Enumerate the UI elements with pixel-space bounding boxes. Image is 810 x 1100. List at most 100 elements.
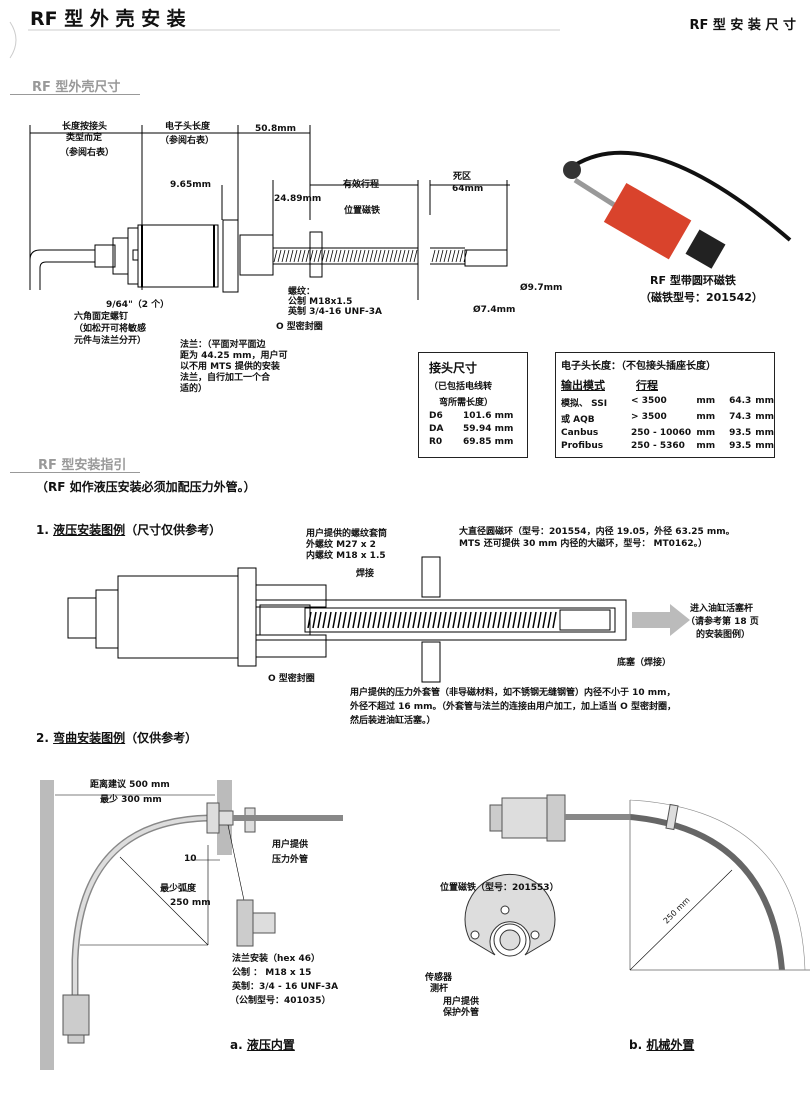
bend-label: 位置磁铁（型号：201553） bbox=[440, 883, 559, 893]
photo-caption: （磁铁型号：201542） bbox=[640, 291, 763, 304]
table-cell: D6 bbox=[429, 411, 443, 421]
hydraulic-install-drawing bbox=[67, 556, 627, 683]
dim-label: （参阅右表） bbox=[160, 136, 215, 146]
bend-install-drawing-a bbox=[40, 780, 343, 1070]
table-row: DA 59.94 mm bbox=[429, 424, 527, 434]
hydraulic-label: （请参考第 18 页 bbox=[686, 617, 759, 627]
bend-label: 用户提供 bbox=[443, 997, 480, 1007]
dim-label: 公制 M18x1.5 bbox=[288, 297, 353, 307]
table-cell: 93.5 bbox=[729, 441, 752, 451]
dim-label: 有效行程 bbox=[343, 180, 380, 190]
table-cell: 74.3 bbox=[729, 412, 752, 422]
dim-label: 类型而定 bbox=[66, 133, 103, 143]
bend-label: 最少弧度 bbox=[160, 884, 197, 894]
bend-label: 10 bbox=[184, 854, 197, 864]
dim-label: 适的） bbox=[180, 384, 208, 394]
dim-label: （如松开可将敏感 bbox=[74, 324, 147, 334]
table-cell: 93.5 bbox=[729, 428, 752, 438]
bend-label: 公制 ： M18 x 15 bbox=[232, 968, 312, 978]
dim-label: 螺纹： bbox=[288, 287, 316, 297]
table-cell: 59.94 mm bbox=[463, 424, 514, 434]
table-cell: 或 AQB bbox=[561, 415, 595, 425]
table-cell: Profibus bbox=[561, 441, 604, 451]
hydraulic-label: 内螺纹 M18 x 1.5 bbox=[306, 551, 386, 561]
install-note: （RF 如作液压安装必须加配压力外管。） bbox=[36, 480, 256, 494]
table-cell: 250 - 5360 bbox=[631, 441, 685, 451]
hydraulic-label: 外径不超过 16 mm。（外套管与法兰的连接由用户加工，加上适当 O 型密封圈， bbox=[350, 702, 676, 712]
hydraulic-label: 进入油缸活塞杆 bbox=[690, 604, 754, 614]
table-cell: DA bbox=[429, 424, 444, 434]
dim-label: 9/64"（2 个） bbox=[106, 300, 170, 310]
caption-b: b. 机械外置 bbox=[629, 1038, 695, 1052]
bend-label: 保护外管 bbox=[443, 1008, 480, 1018]
dim-label: 64mm bbox=[452, 184, 484, 194]
table-title: 电子头长度：（不包接头插座长度） bbox=[561, 361, 716, 372]
table-cell: Canbus bbox=[561, 428, 599, 438]
hydraulic-label: 焊接 bbox=[356, 569, 375, 579]
column-header: 输出模式 bbox=[561, 379, 605, 392]
table-cell: mm bbox=[755, 412, 774, 422]
table-cell: 64.3 bbox=[729, 396, 752, 406]
bend-label: 用户提供 bbox=[272, 840, 309, 850]
bend-label: 压力外管 bbox=[272, 855, 309, 865]
table-cell: mm bbox=[755, 441, 774, 451]
dim-label: Ø7.4mm bbox=[473, 305, 516, 315]
dim-label: （参阅右表） bbox=[60, 148, 115, 158]
dim-label: 死区 bbox=[453, 172, 472, 182]
table-cell: mm bbox=[696, 412, 716, 422]
dim-label: 长度按接头 bbox=[62, 122, 108, 132]
connector-size-table: 接头尺寸 （已包括电线转 弯所需长度） D6 101.6 mm DA 59.94 mm… bbox=[418, 352, 528, 458]
hydraulic-label: O 型密封圈 bbox=[268, 674, 315, 684]
bend-install-drawing-b bbox=[464, 794, 810, 971]
dim-label: 9.65mm bbox=[170, 180, 211, 190]
dim-label: 24.89mm bbox=[274, 194, 322, 204]
table-cell: mm bbox=[696, 428, 716, 438]
dim-label: 六角面定螺钉 bbox=[74, 312, 129, 322]
hydraulic-label: MTS 还可提供 30 mm 内径的大磁环，型号： MT0162。） bbox=[459, 539, 708, 549]
dim-label: 以不用 MTS 提供的安装 bbox=[180, 362, 280, 372]
column-header: 行程 bbox=[636, 379, 658, 392]
hydraulic-label: 的安装图例） bbox=[696, 630, 751, 640]
hydraulic-label: 用户提供的螺纹套筒 bbox=[306, 529, 388, 539]
rf-product-photo bbox=[563, 150, 792, 269]
table-cell: R0 bbox=[429, 437, 443, 447]
table-subtitle: （已包括电线转 bbox=[429, 382, 493, 392]
bend-label: 法兰安装（hex 46） bbox=[232, 954, 320, 964]
arrow-right-icon bbox=[632, 604, 690, 636]
rf-housing-drawing bbox=[29, 125, 510, 300]
table-subtitle: 弯所需长度） bbox=[439, 398, 494, 408]
hydraulic-label: 底塞（焊接） bbox=[617, 658, 672, 668]
table-cell: 模拟、 SSI bbox=[561, 399, 608, 409]
dim-label: 电子头长度 bbox=[165, 122, 211, 132]
section-title-install: RF 型安装指引 bbox=[38, 458, 127, 473]
hydraulic-heading: 1. 液压安装图例（尺寸仅供参考） bbox=[36, 523, 222, 537]
photo-caption: RF 型带圆环磁铁 bbox=[650, 274, 736, 287]
table-row: R0 69.85 mm bbox=[429, 437, 527, 447]
table-cell: mm bbox=[696, 396, 716, 406]
bend-label: 测杆 bbox=[430, 984, 449, 994]
hydraulic-label: 用户提供的压力外套管（非导磁材料，如不锈钢无缝钢管）内径不小于 10 mm， bbox=[350, 688, 676, 698]
table-cell: mm bbox=[755, 428, 774, 438]
table-cell: mm bbox=[755, 396, 774, 406]
section-title-housing: RF 型外壳尺寸 bbox=[32, 80, 121, 95]
bend-label: 英制：3/4 - 16 UNF-3A bbox=[232, 982, 339, 992]
table-cell: 250 - 10060 bbox=[631, 428, 692, 438]
dim-label: Ø9.7mm bbox=[520, 283, 563, 293]
bend-label: （公制型号：401035） bbox=[230, 996, 331, 1006]
hydraulic-label: 外螺纹 M27 x 2 bbox=[306, 540, 376, 550]
header-left-title: RF 型 外 壳 安 装 bbox=[30, 8, 186, 30]
threaded-rod-hatch bbox=[273, 249, 468, 263]
bend-label: 传感器 bbox=[425, 973, 453, 983]
table-cell: 69.85 mm bbox=[463, 437, 514, 447]
dim-label: O 型密封圈 bbox=[276, 322, 323, 332]
table-cell: mm bbox=[696, 441, 716, 451]
table-cell: 101.6 mm bbox=[463, 411, 514, 421]
table-title: 接头尺寸 bbox=[429, 361, 478, 375]
header-right-title: RF 型 安 装 尺 寸 bbox=[689, 18, 796, 33]
bend-label: 距离建议 500 mm bbox=[90, 780, 170, 790]
